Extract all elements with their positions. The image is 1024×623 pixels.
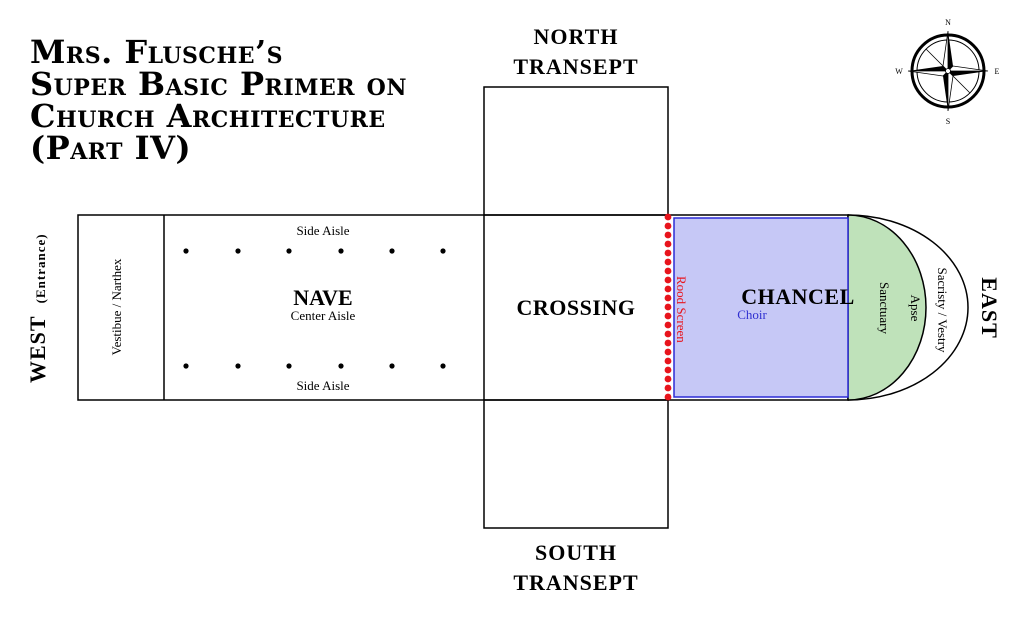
rood-screen-dot bbox=[664, 258, 672, 266]
nave-columns bbox=[183, 248, 446, 369]
apse-label: Apse bbox=[908, 295, 923, 322]
rood-screen-dot bbox=[664, 384, 672, 392]
rood-screen-dot bbox=[664, 276, 672, 284]
sanctuary-label: Sanctuary bbox=[877, 282, 892, 334]
title-line-4: (Part IV) bbox=[30, 129, 192, 167]
column-dot bbox=[235, 363, 241, 369]
sanctuary-area bbox=[847, 214, 927, 401]
page-title: Mrs. Flusche’s Super Basic Primer on Chu… bbox=[30, 36, 470, 164]
title-line-2: Super Basic Primer on bbox=[30, 65, 407, 103]
north-transept-label-2: TRANSEPT bbox=[513, 54, 638, 79]
rood-screen-dot bbox=[664, 393, 672, 401]
title-line-3: Church Architecture bbox=[30, 97, 386, 135]
choir-area bbox=[673, 217, 849, 398]
rood-screen-dot bbox=[664, 312, 672, 320]
east-label: EAST bbox=[977, 277, 1002, 338]
choir-label: Choir bbox=[737, 307, 767, 322]
north-transept-label-1: NORTH bbox=[534, 24, 619, 49]
rood-screen bbox=[664, 213, 672, 401]
sacristy-label: Sacristy / Vestry bbox=[935, 268, 950, 353]
compass-n: N bbox=[945, 18, 951, 27]
column-dot bbox=[338, 248, 344, 254]
title-line-1: Mrs. Flusche’s bbox=[30, 33, 284, 71]
compass-rose-icon: N S E W bbox=[895, 18, 999, 126]
compass-w: W bbox=[895, 67, 903, 76]
nave-label: NAVE bbox=[293, 285, 353, 310]
rood-screen-dot bbox=[664, 330, 672, 338]
column-dot bbox=[286, 248, 292, 254]
rood-screen-dot bbox=[664, 348, 672, 356]
west-label: WEST (Entrance) bbox=[25, 233, 50, 383]
column-dot bbox=[286, 363, 292, 369]
south-transept-area bbox=[483, 399, 669, 529]
side-aisle-bottom-label: Side Aisle bbox=[296, 378, 349, 393]
column-dot bbox=[183, 363, 189, 369]
rood-screen-dot bbox=[664, 285, 672, 293]
chancel-label: CHANCEL bbox=[741, 284, 855, 309]
compass-e: E bbox=[995, 67, 1000, 76]
rood-screen-dot bbox=[664, 339, 672, 347]
rood-screen-dot bbox=[664, 303, 672, 311]
rood-screen-dot bbox=[664, 294, 672, 302]
west-label-main: WEST bbox=[25, 316, 50, 383]
north-transept-area bbox=[483, 86, 669, 216]
rood-screen-dot bbox=[664, 375, 672, 383]
rood-screen-dot bbox=[664, 357, 672, 365]
rood-screen-dot bbox=[664, 321, 672, 329]
rood-screen-dot bbox=[664, 267, 672, 275]
south-transept-label-2: TRANSEPT bbox=[513, 570, 638, 595]
column-dot bbox=[183, 248, 189, 254]
rood-screen-dot bbox=[664, 213, 672, 221]
column-dot bbox=[440, 363, 446, 369]
rood-screen-label: Rood Screen bbox=[674, 276, 689, 343]
column-dot bbox=[235, 248, 241, 254]
center-aisle-label: Center Aisle bbox=[291, 308, 356, 323]
side-aisle-top-label: Side Aisle bbox=[296, 223, 349, 238]
rood-screen-dot bbox=[664, 249, 672, 257]
column-dot bbox=[389, 363, 395, 369]
column-dot bbox=[338, 363, 344, 369]
rood-screen-dot bbox=[664, 231, 672, 239]
south-transept-label-1: SOUTH bbox=[535, 540, 617, 565]
compass-s: S bbox=[946, 117, 950, 126]
rood-screen-dot bbox=[664, 240, 672, 248]
west-label-sub: (Entrance) bbox=[33, 233, 48, 303]
vestibule-label: Vestibue / Narthex bbox=[109, 258, 124, 355]
column-dot bbox=[389, 248, 395, 254]
crossing-label: CROSSING bbox=[517, 295, 636, 320]
column-dot bbox=[440, 248, 446, 254]
rood-screen-dot bbox=[664, 222, 672, 230]
rood-screen-dot bbox=[664, 366, 672, 374]
